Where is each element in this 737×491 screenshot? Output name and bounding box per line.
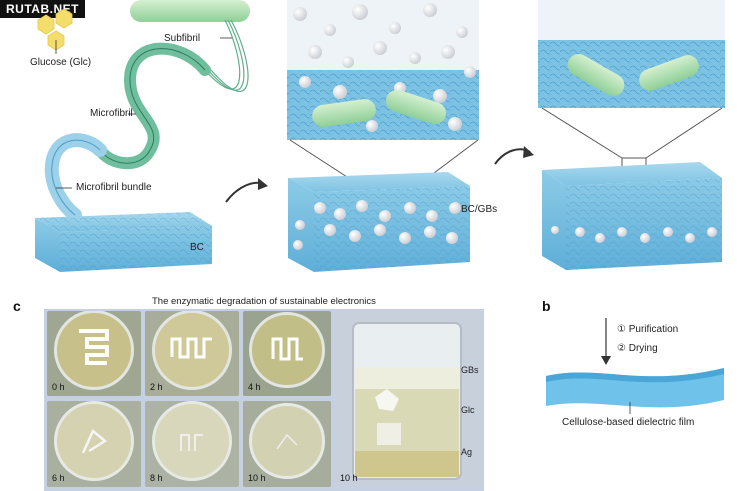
subfibril-strands [204, 19, 249, 92]
time-label: 10 h [340, 473, 358, 483]
bc-gbs-label: BC/GBs [461, 204, 498, 215]
circuit-icon [180, 434, 203, 451]
bacterium-icon [130, 0, 250, 22]
photo-4h: 4 h [243, 311, 331, 396]
circuit-icon [271, 337, 303, 361]
zoom-inset-middle [287, 0, 479, 140]
step-drying: ② Drying [617, 343, 658, 354]
time-label: 8 h [150, 473, 163, 483]
beaker-label-ag: Ag [461, 447, 473, 457]
subfibril-label: Subfibril [164, 33, 201, 44]
panel-c-letter: c [13, 298, 21, 314]
photo-beaker: GBs Glc Ag 10 h [335, 311, 481, 487]
photo-0h: 0 h [47, 311, 141, 396]
time-label: 10 h [248, 473, 266, 483]
microfibril-bundle-icon [44, 133, 107, 222]
bc-block [35, 212, 212, 272]
bc-label: BC [190, 242, 204, 253]
photo-2h: 2 h [145, 311, 239, 396]
time-label: 2 h [150, 382, 163, 392]
microfibril-label: Microfibril [90, 108, 133, 119]
panel-a-illustration [35, 0, 725, 272]
photo-8h: 8 h [145, 401, 239, 487]
film-label: Cellulose-based dielectric film [562, 417, 695, 428]
final-block [542, 162, 722, 270]
circuit-icon [276, 433, 298, 450]
glucose-label: Glucose (Glc) [30, 57, 92, 68]
time-label: 6 h [52, 473, 65, 483]
step-purification: ① Purification [617, 324, 679, 335]
circuit-icon [81, 428, 108, 454]
time-label: 0 h [52, 382, 65, 392]
circuit-icon [79, 329, 109, 365]
microfibril-bundle-label: Microfibril bundle [76, 182, 152, 193]
panel-c-title: The enzymatic degradation of sustainable… [152, 296, 376, 307]
dielectric-film-icon [546, 368, 724, 414]
zoom-inset-right [538, 0, 725, 108]
photo-6h: 6 h [47, 401, 141, 487]
time-label: 4 h [248, 382, 261, 392]
down-arrow-icon [601, 318, 611, 365]
circuit-icon [170, 337, 212, 359]
photo-10h: 10 h [243, 401, 331, 487]
panel-b-letter: b [542, 298, 551, 314]
beaker-label-glc: Glc [461, 405, 475, 415]
glucose-icon [37, 8, 73, 51]
beaker-label-gbs: GBs [461, 365, 479, 375]
bc-gbs-block [288, 172, 470, 272]
beaker-icon [352, 322, 462, 480]
